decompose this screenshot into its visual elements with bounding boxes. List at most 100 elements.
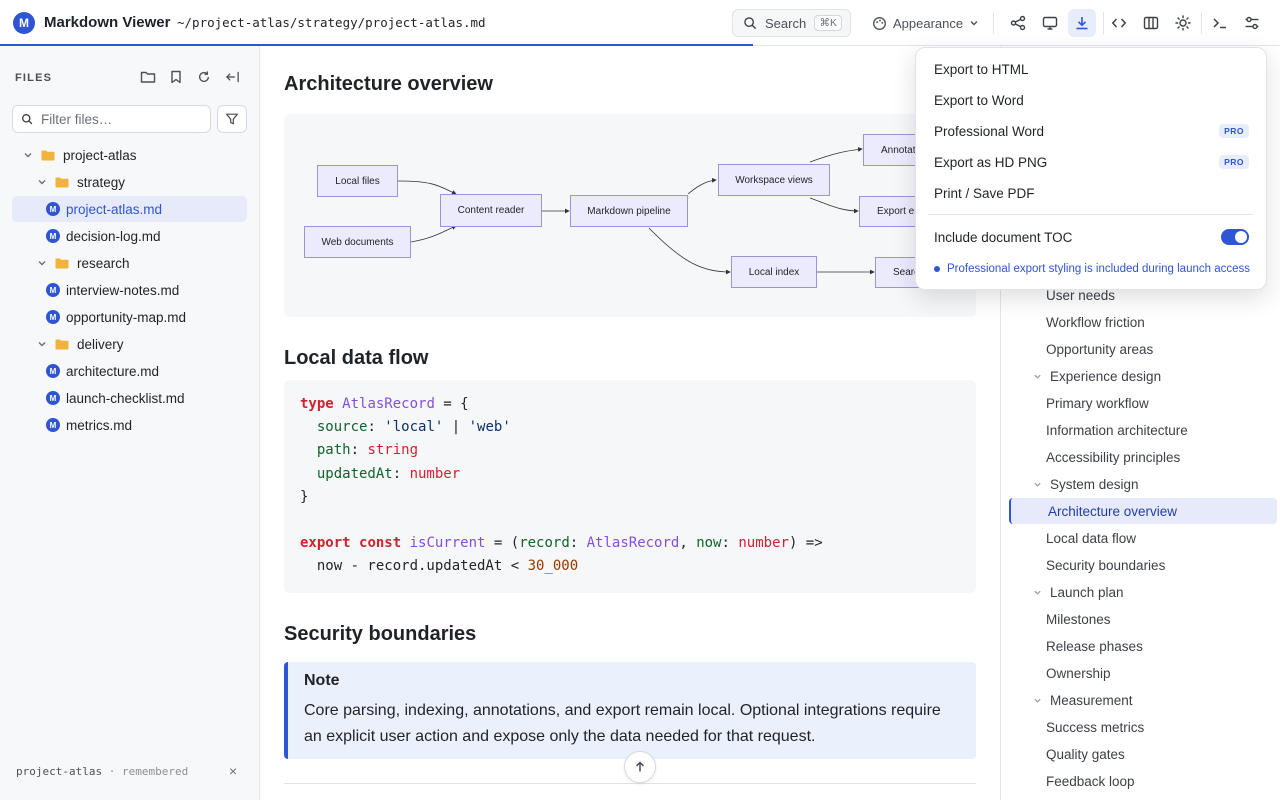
bookmark-button[interactable] <box>165 66 187 88</box>
filter-options-button[interactable] <box>217 105 247 133</box>
document-content: Architecture overview Local files Web do… <box>260 46 1000 800</box>
search-shortcut: ⌘K <box>814 15 842 31</box>
split-view-button[interactable] <box>1137 9 1165 37</box>
funnel-icon <box>225 113 239 125</box>
toc-item[interactable]: Information architecture <box>1009 417 1277 443</box>
tree-folder[interactable]: research <box>12 250 247 276</box>
forget-workspace-button[interactable]: × <box>229 763 238 779</box>
toc-label: System design <box>1050 476 1139 492</box>
graph-icon <box>1010 15 1026 31</box>
export-menu-item-label: Export to HTML <box>934 61 1029 77</box>
toc-group[interactable]: Launch plan <box>1009 579 1277 605</box>
include-toc-toggle[interactable] <box>1221 229 1249 245</box>
tree-label: project-atlas <box>63 147 137 163</box>
toc-group[interactable]: Experience design <box>1009 363 1277 389</box>
toc-item[interactable]: Quality gates <box>1009 741 1277 767</box>
export-menu-item[interactable]: Export as HD PNG PRO <box>916 147 1266 177</box>
remembered-workspace-name: project-atlas <box>16 765 103 778</box>
source-view-button[interactable] <box>1105 9 1133 37</box>
export-menu-item[interactable]: Export to Word <box>916 85 1266 115</box>
open-folder-button[interactable] <box>137 66 159 88</box>
toc-item[interactable]: Ownership <box>1009 660 1277 686</box>
heading-security-boundaries: Security boundaries <box>284 623 477 645</box>
share-button[interactable] <box>1004 9 1032 37</box>
chevron-down-icon <box>1033 480 1042 489</box>
markdown-file-icon: M <box>46 310 60 324</box>
appearance-dropdown[interactable]: Appearance <box>862 9 989 37</box>
arrow-up-icon <box>636 761 644 772</box>
chevron-down-icon <box>1033 372 1042 381</box>
app-logo: M <box>13 12 35 34</box>
tree-label: interview-notes.md <box>66 282 180 298</box>
filter-files-field[interactable] <box>12 105 211 133</box>
settings-button[interactable] <box>1238 9 1266 37</box>
info-dot-icon <box>934 266 940 272</box>
toc-group[interactable]: System design <box>1009 471 1277 497</box>
refresh-button[interactable] <box>193 66 215 88</box>
folder-icon <box>49 177 77 188</box>
toc-label: Release phases <box>1046 638 1143 654</box>
export-menu-item[interactable]: Export to HTML <box>916 54 1266 84</box>
toc-group[interactable]: Measurement <box>1009 687 1277 713</box>
include-toc-option[interactable]: Include document TOC <box>916 222 1266 252</box>
toc-item[interactable]: Local data flow <box>1009 525 1277 551</box>
toc-item[interactable]: Architecture overview <box>1009 498 1277 524</box>
toc-label: Launch plan <box>1050 584 1124 600</box>
search-button[interactable]: Search ⌘K <box>732 9 851 37</box>
toc-item[interactable]: Success metrics <box>1009 714 1277 740</box>
toc-label: Measurement <box>1050 692 1133 708</box>
pro-badge: PRO <box>1219 155 1249 169</box>
columns-icon <box>1143 16 1159 30</box>
export-menu-item-label: Export as HD PNG <box>934 154 1048 170</box>
search-label: Search <box>765 15 807 31</box>
toc-label: Security boundaries <box>1046 557 1166 573</box>
toc-item[interactable]: Feedback loop <box>1009 768 1277 794</box>
sliders-icon <box>1245 16 1259 30</box>
pro-badge: PRO <box>1219 124 1249 138</box>
toc-item[interactable]: Accessibility principles <box>1009 444 1277 470</box>
note-title: Note <box>304 672 340 689</box>
toc-item[interactable]: Opportunity areas <box>1009 336 1277 362</box>
scroll-to-top-button[interactable] <box>624 751 656 783</box>
toc-item[interactable]: Security boundaries <box>1009 552 1277 578</box>
tree-label: metrics.md <box>66 417 133 433</box>
export-hint: Professional export styling is included … <box>934 263 1250 275</box>
tree-folder[interactable]: delivery <box>12 331 247 357</box>
include-toc-label: Include document TOC <box>934 229 1073 245</box>
diagram-node: Web documents <box>304 226 411 258</box>
filter-files-input[interactable] <box>41 111 201 127</box>
tree-folder[interactable]: strategy <box>12 169 247 195</box>
toc-item[interactable]: Milestones <box>1009 606 1277 632</box>
toc-item[interactable]: Release phases <box>1009 633 1277 659</box>
toc-item[interactable]: User needs <box>1009 282 1277 308</box>
toolbar-divider <box>1103 12 1104 34</box>
toc-item[interactable]: Primary workflow <box>1009 390 1277 416</box>
chevron-down-icon <box>35 337 49 351</box>
tree-label: opportunity-map.md <box>66 309 187 325</box>
folder-icon <box>140 71 156 83</box>
toc-label: Accessibility principles <box>1046 449 1181 465</box>
toc-label: Opportunity areas <box>1046 341 1154 357</box>
export-menu-item[interactable]: Print / Save PDF <box>916 178 1266 208</box>
present-button[interactable] <box>1036 9 1064 37</box>
collapse-sidebar-button[interactable] <box>221 66 243 88</box>
section-divider <box>284 783 976 784</box>
menu-divider <box>928 214 1254 215</box>
tree-label: project-atlas.md <box>66 201 163 217</box>
export-button[interactable] <box>1068 9 1096 37</box>
toc-item[interactable]: Workflow friction <box>1009 309 1277 335</box>
terminal-button[interactable] <box>1206 9 1234 37</box>
chevron-down-icon <box>1033 696 1042 705</box>
tree-folder[interactable]: project-atlas <box>12 142 247 168</box>
toc-label: Success metrics <box>1046 719 1145 735</box>
remembered-label: · remembered <box>108 765 189 778</box>
theme-toggle-button[interactable] <box>1169 9 1197 37</box>
